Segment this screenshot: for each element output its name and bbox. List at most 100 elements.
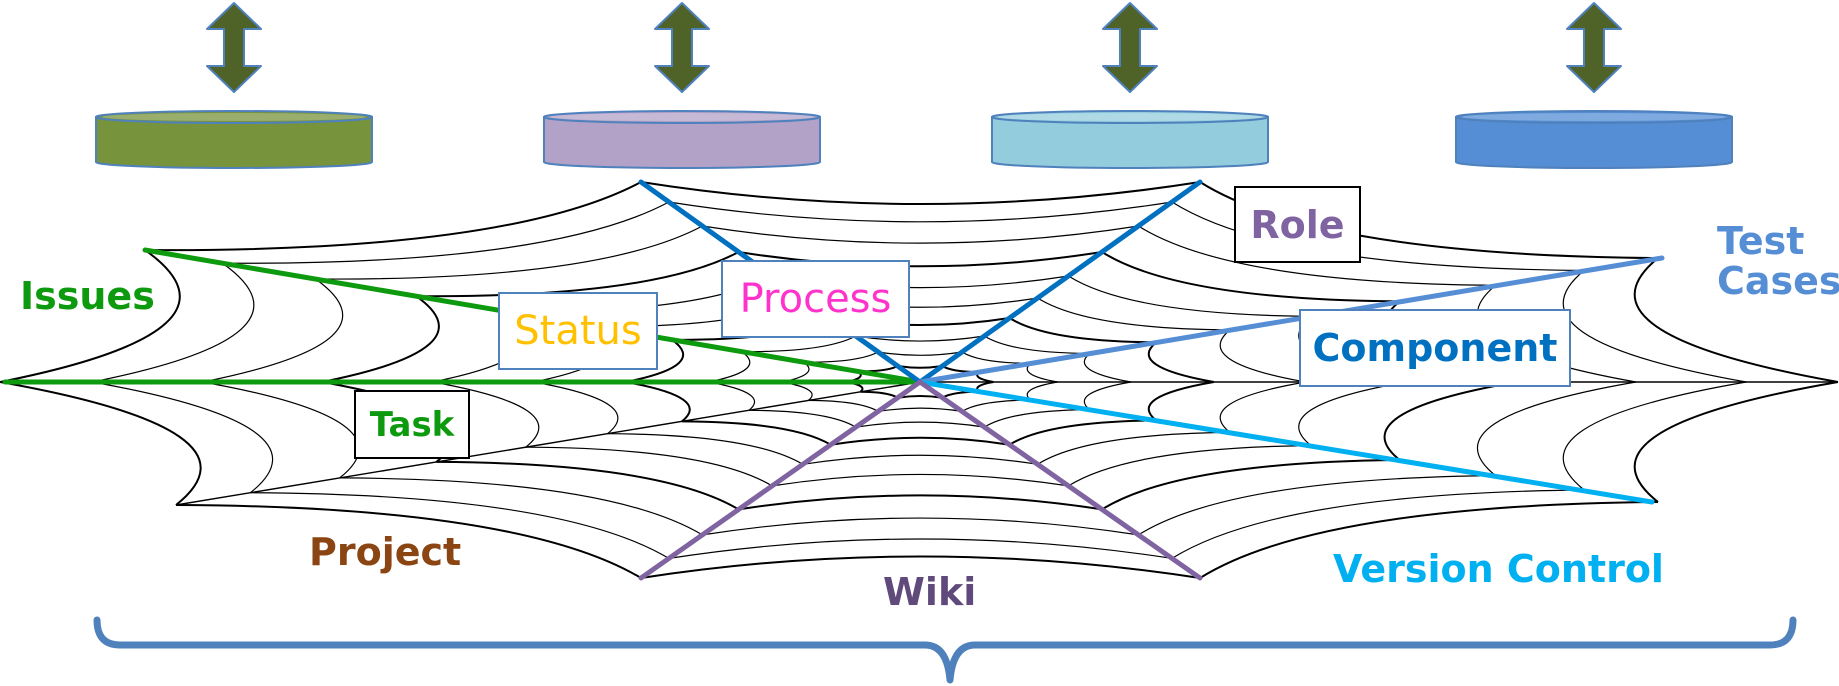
web-strand [781, 381, 813, 401]
double-arrow-icon [1102, 2, 1158, 93]
web-strand [416, 251, 740, 298]
web-strand [781, 361, 810, 383]
web-strand [202, 278, 344, 383]
web-strand [1138, 475, 1496, 536]
web-strand [1037, 431, 1231, 465]
web-strand [741, 335, 857, 353]
web-strand [738, 251, 1103, 268]
database-row [95, 110, 1733, 169]
web-strand [175, 504, 642, 579]
double-arrow-icon [1566, 2, 1622, 93]
box-task: Task [354, 390, 470, 459]
double-arrow-icon [654, 2, 710, 93]
arrow-row [206, 2, 1622, 93]
web-strand [738, 494, 1103, 511]
spoke-wiki [917, 379, 1203, 581]
label-version-control: Version Control [1333, 547, 1664, 591]
web-strand [855, 421, 985, 428]
bottom-brace [93, 616, 1797, 684]
web-strand [1009, 317, 1157, 344]
blue-database [1455, 110, 1733, 169]
web-strand [702, 225, 1139, 244]
web-strand [91, 262, 255, 383]
label-project: Project [309, 530, 462, 574]
web-strand [808, 399, 879, 412]
web-strand [250, 492, 670, 559]
spoke-role [917, 179, 1203, 385]
web-strand [748, 409, 857, 428]
box-process: Process [721, 260, 910, 338]
web-strand [533, 381, 619, 435]
web-spoke [175, 381, 921, 506]
web-strand [432, 381, 540, 448]
web-strand [339, 477, 703, 536]
web-strand [702, 517, 1139, 536]
web-strand [1083, 353, 1132, 383]
web-strand [1633, 381, 1839, 503]
box-status: Status [498, 292, 658, 370]
web-strand [708, 381, 756, 411]
spoke-version-control [917, 379, 1655, 505]
web-strand [668, 201, 1173, 223]
web-strand [625, 381, 691, 423]
web-strand [222, 201, 670, 264]
label-test-cases-line1: Test [1717, 219, 1805, 263]
web-strand [878, 351, 963, 356]
web-strand [0, 381, 202, 506]
web-strand [897, 365, 943, 369]
web-strand [772, 473, 1069, 487]
web-strand [1298, 381, 1407, 447]
web-strand [1171, 489, 1585, 559]
web-strand [1562, 269, 1747, 383]
green-database [95, 110, 373, 169]
web-strand [878, 407, 963, 412]
web-strand [1037, 297, 1231, 331]
web-strand [1083, 381, 1132, 411]
web-strand [961, 351, 1031, 364]
web-strand [984, 409, 1090, 428]
web-strand [668, 538, 1173, 559]
label-wiki: Wiki [883, 570, 977, 614]
box-role: Role [1234, 186, 1361, 263]
web-strand [1009, 419, 1157, 446]
web-strand [625, 338, 685, 383]
web-strand [860, 390, 899, 399]
web-strand [1026, 362, 1058, 383]
box-component: Component [1299, 309, 1571, 387]
web-strand [91, 381, 274, 494]
label-test-cases-line2: Cases [1717, 258, 1839, 303]
web-strand [984, 335, 1090, 355]
web-strand [830, 436, 1010, 446]
web-strand [1219, 381, 1306, 433]
web-strand [1476, 381, 1637, 477]
spoke-test-cases [917, 255, 1665, 385]
web-strand [1101, 251, 1400, 303]
web-strand [1147, 381, 1214, 422]
web-strand [1383, 381, 1517, 461]
purple-database [543, 110, 821, 169]
web-strand [1562, 381, 1747, 491]
web-strand [1101, 459, 1400, 511]
web-strand [708, 351, 751, 383]
cyan-database [991, 110, 1269, 169]
spoke-project [638, 379, 923, 581]
web-strand [144, 181, 642, 252]
web-strand [321, 295, 440, 383]
double-arrow-icon [206, 2, 262, 93]
web-strand [640, 555, 1201, 579]
web-strand [202, 381, 360, 479]
web-strand [1199, 501, 1659, 579]
web-strand [436, 460, 740, 511]
web-strand [1147, 341, 1214, 383]
web-strand [802, 454, 1038, 465]
web-strand [640, 181, 1201, 205]
web-strand [1068, 275, 1312, 317]
label-component: Component [1312, 326, 1558, 370]
web-strand [681, 420, 832, 446]
web-strand [525, 446, 773, 487]
label-issues: Issues [20, 274, 155, 318]
web-strand [607, 433, 804, 465]
web-strand [1633, 257, 1839, 383]
label-process: Process [739, 276, 892, 322]
